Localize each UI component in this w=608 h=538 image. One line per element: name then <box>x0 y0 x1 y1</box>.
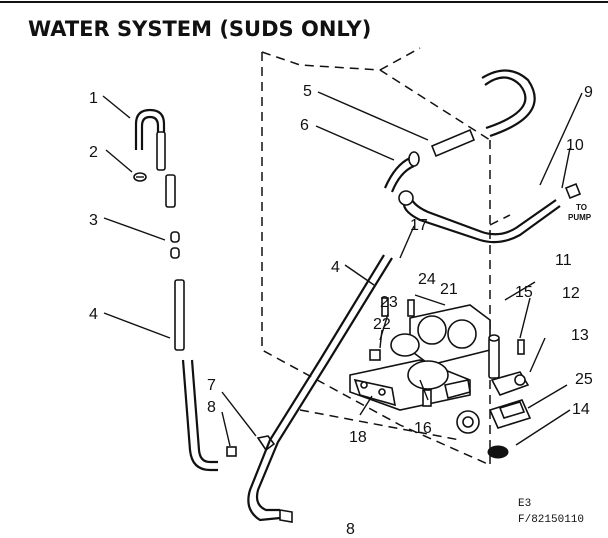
callout-5: 5 <box>303 83 312 100</box>
right-parts <box>456 334 532 459</box>
leader-lines <box>102 91 583 447</box>
callout-11: 11 <box>555 252 572 269</box>
callout-23: 23 <box>380 294 398 311</box>
callout-1: 1 <box>89 90 98 107</box>
to-pump-label-line1: TO <box>576 203 587 212</box>
callout-13: 13 <box>571 327 589 344</box>
diagram-title: WATER SYSTEM (SUDS ONLY) <box>28 17 371 41</box>
callout-10: 10 <box>566 137 584 154</box>
callout-labels: 1 2 3 4 4 5 6 7 8 8 9 10 11 12 13 14 15 … <box>89 83 593 538</box>
callout-4-main: 4 <box>331 259 340 276</box>
callout-21: 21 <box>440 281 458 298</box>
left-hose-assembly <box>133 108 276 472</box>
callout-22: 22 <box>373 316 391 333</box>
callout-16: 16 <box>414 420 432 437</box>
callout-14: 14 <box>572 401 590 418</box>
callout-8-upper: 8 <box>207 399 216 416</box>
callout-9: 9 <box>584 84 593 101</box>
callout-12: 12 <box>562 285 580 302</box>
callout-4-left: 4 <box>89 306 98 323</box>
to-pump-label-line2: PUMP <box>568 213 592 222</box>
main-hose-4 <box>247 254 393 523</box>
callout-3: 3 <box>89 212 98 229</box>
diagram-code-line1: E3 <box>518 498 531 510</box>
callout-15: 15 <box>515 284 533 301</box>
diagram-code-line2: F/82150110 <box>518 514 584 526</box>
valve-assembly <box>349 297 491 411</box>
upper-hoses <box>383 69 582 244</box>
callout-8-lower: 8 <box>346 521 355 538</box>
callout-2: 2 <box>89 144 98 161</box>
callout-6: 6 <box>300 117 309 134</box>
callout-24: 24 <box>418 271 436 288</box>
callout-25: 25 <box>575 371 593 388</box>
callout-18: 18 <box>349 429 367 446</box>
callout-17: 17 <box>410 217 428 234</box>
callout-7: 7 <box>207 377 216 394</box>
